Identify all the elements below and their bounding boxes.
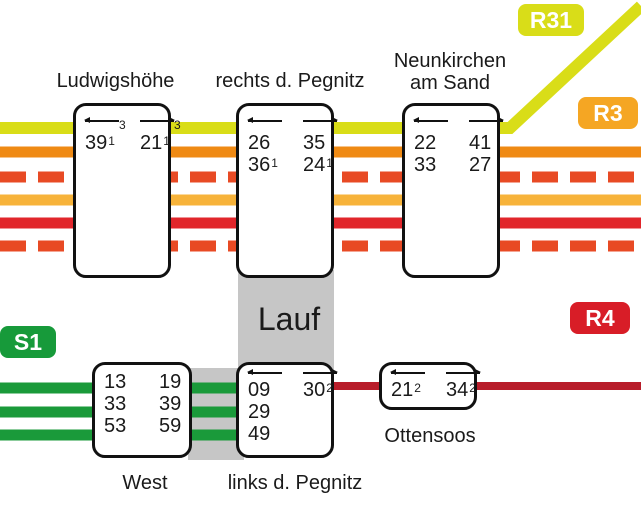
station-label-links: links d. Pegnitz <box>227 472 363 494</box>
direction-arrows <box>390 369 501 379</box>
departure-time: 09 <box>248 379 271 401</box>
lauf-concourse <box>238 270 334 378</box>
station-label-neunkirchen-2: am Sand <box>409 72 491 94</box>
direction-arrows: 3 3 <box>84 114 195 132</box>
station-label-west: West <box>122 472 168 494</box>
station-box-west[interactable]: 13 19 33 39 53 59 <box>92 362 192 458</box>
badge-s1: S1 <box>0 326 56 358</box>
departure-time: 26 <box>248 132 271 154</box>
departure-time: 53 <box>104 415 127 437</box>
departure-row: 29 <box>248 401 358 423</box>
departure-time: 35 <box>303 132 326 154</box>
arrow-left-icon: 3 <box>84 114 140 132</box>
badge-r4: R4 <box>570 302 630 334</box>
station-box-ottensoos[interactable]: 212 342 <box>379 362 481 410</box>
departure-row: 09 302 <box>248 379 358 401</box>
station-label-ludwigshoehe: Ludwigshöhe <box>56 70 175 92</box>
arrow-left-icon <box>247 369 303 379</box>
arrow-right-icon <box>303 114 358 132</box>
departure-row: 26 35 <box>248 132 358 154</box>
arrow-right-icon <box>469 114 524 132</box>
departure-time: 241 <box>303 154 333 176</box>
departure-time: 302 <box>303 379 333 401</box>
departure-time: 29 <box>248 401 271 423</box>
arrow-right-icon <box>303 369 358 379</box>
departure-time: 361 <box>248 154 278 176</box>
badge-r31: R31 <box>518 4 584 36</box>
departure-row: 391 211 <box>85 132 195 154</box>
arrow-right-icon: 3 <box>140 114 195 132</box>
arrow-left-icon <box>390 369 446 379</box>
departure-row: 13 19 <box>104 371 214 393</box>
travel-minutes: 3 <box>174 118 181 132</box>
departure-time: 33 <box>414 154 437 176</box>
station-label-rechts: rechts d. Pegnitz <box>215 70 365 92</box>
departure-time: 212 <box>391 379 421 401</box>
departure-time: 39 <box>159 393 182 415</box>
departure-row: 212 342 <box>391 379 501 401</box>
arrow-right-icon <box>446 369 501 379</box>
departure-row: 53 59 <box>104 415 214 437</box>
departure-time: 22 <box>414 132 437 154</box>
badge-r3: R3 <box>578 97 638 129</box>
hub-name: Lauf <box>257 301 321 337</box>
departure-row: 22 41 <box>414 132 524 154</box>
station-box-links[interactable]: 09 302 29 49 <box>236 362 338 458</box>
departure-time: 391 <box>85 132 115 154</box>
departure-time: 49 <box>248 423 271 445</box>
departure-time: 41 <box>469 132 492 154</box>
station-label-ottensoos: Ottensoos <box>384 425 476 447</box>
departure-time: 27 <box>469 154 492 176</box>
departure-time: 211 <box>140 132 170 154</box>
direction-arrows <box>247 114 358 132</box>
arrow-left-icon <box>247 114 303 132</box>
direction-arrows <box>247 369 358 379</box>
departure-time: 13 <box>104 371 127 393</box>
departure-row: 33 39 <box>104 393 214 415</box>
travel-minutes: 3 <box>119 118 126 132</box>
departure-row: 33 27 <box>414 154 524 176</box>
departure-time: 33 <box>104 393 127 415</box>
departure-row: 361 241 <box>248 154 358 176</box>
departure-time: 19 <box>159 371 182 393</box>
departure-time: 342 <box>446 379 476 401</box>
station-box-ludwigshoehe[interactable]: 3 3 391 211 <box>73 103 181 278</box>
direction-arrows <box>413 114 524 132</box>
station-box-rechts[interactable]: 26 35 361 241 <box>236 103 338 278</box>
arrow-left-icon <box>413 114 469 132</box>
departure-row: 49 <box>248 423 358 445</box>
station-box-neunkirchen[interactable]: 22 41 33 27 <box>402 103 504 278</box>
departure-time: 59 <box>159 415 182 437</box>
station-label-neunkirchen-1: Neunkirchen <box>393 50 507 72</box>
